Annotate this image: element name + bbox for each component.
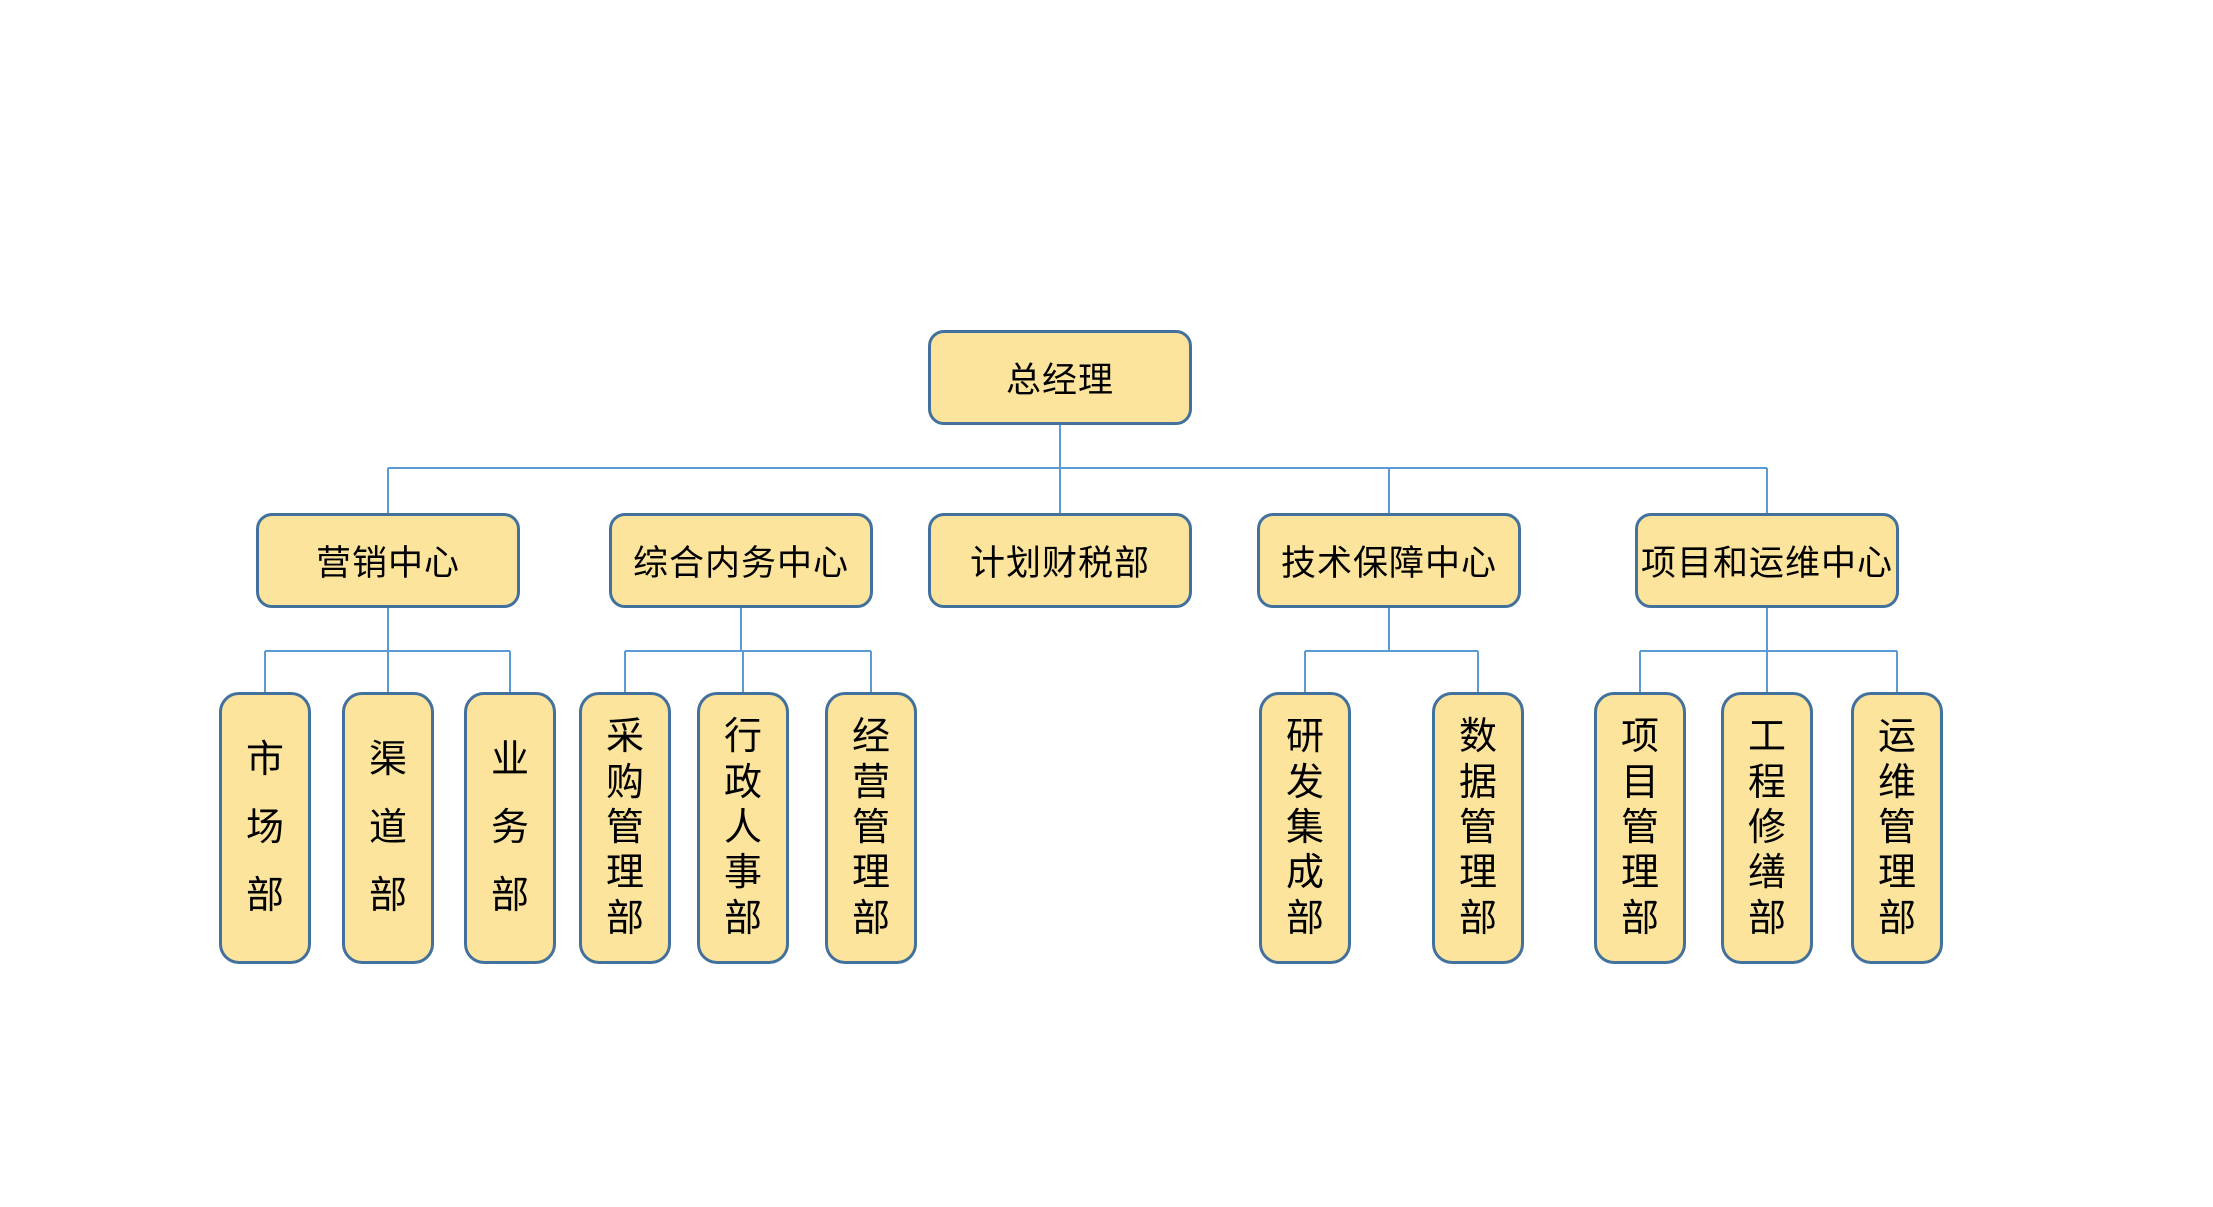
org-node-label-char: 理 xyxy=(1620,852,1659,895)
org-node-label-char: 部 xyxy=(245,875,284,917)
org-node-label-char: 部 xyxy=(723,897,762,940)
org-node-data-mgmt-dept: 数据管理部 xyxy=(1432,692,1524,964)
org-node-label-char: 部 xyxy=(368,875,407,917)
org-node-procurement-mgmt-dept: 采购管理部 xyxy=(579,692,671,964)
org-node-label-char: 发 xyxy=(1285,761,1324,804)
org-node-label-char: 据 xyxy=(1458,761,1497,804)
org-node-label-char: 场 xyxy=(245,807,284,849)
org-node-label-char: 理 xyxy=(1458,852,1497,895)
org-node-label-char: 部 xyxy=(490,875,529,917)
org-node-label-char: 部 xyxy=(1747,897,1786,940)
org-node-label: 营销中心 xyxy=(315,544,460,583)
org-node-general-manager: 总经理 xyxy=(928,330,1192,425)
org-node-label-char: 人 xyxy=(723,806,762,849)
org-node-general-affairs-center: 综合内务中心 xyxy=(609,513,873,608)
connector-line xyxy=(387,651,389,692)
connector-line xyxy=(870,651,872,692)
connector-line xyxy=(740,608,742,651)
org-node-label-char: 事 xyxy=(723,852,762,895)
connector-line xyxy=(1059,425,1061,513)
org-node-marketing-center: 营销中心 xyxy=(256,513,520,608)
org-node-label-char: 营 xyxy=(851,761,890,804)
org-node-label-char: 部 xyxy=(1620,897,1659,940)
org-node-label-char: 理 xyxy=(1877,852,1916,895)
connector-line xyxy=(1305,650,1478,652)
org-node-label-char: 管 xyxy=(851,806,890,849)
org-node-label-char: 集 xyxy=(1285,806,1324,849)
org-node-label-char: 数 xyxy=(1458,716,1497,759)
org-node-label-char: 运 xyxy=(1877,716,1916,759)
org-node-admin-hr-dept: 行政人事部 xyxy=(697,692,789,964)
org-node-label: 总经理 xyxy=(1005,361,1114,400)
org-node-engineering-repair-dept: 工程修缮部 xyxy=(1721,692,1813,964)
org-node-label-char: 理 xyxy=(851,852,890,895)
org-node-rd-integration-dept: 研发集成部 xyxy=(1259,692,1351,964)
connector-line xyxy=(1766,608,1768,651)
org-node-planning-finance-tax-dept: 计划财税部 xyxy=(928,513,1192,608)
org-node-label-char: 经 xyxy=(851,716,890,759)
org-node-om-mgmt-dept: 运维管理部 xyxy=(1851,692,1943,964)
connector-line xyxy=(1896,651,1898,692)
org-node-label-char: 行 xyxy=(723,716,762,759)
connector-line xyxy=(1304,651,1306,692)
connector-line xyxy=(388,467,1767,469)
connector-line xyxy=(1477,651,1479,692)
org-node-label-char: 目 xyxy=(1620,761,1659,804)
org-node-label-char: 部 xyxy=(851,897,890,940)
org-node-label-char: 程 xyxy=(1747,761,1786,804)
org-node-label-char: 管 xyxy=(1877,806,1916,849)
connector-line xyxy=(742,651,744,692)
org-node-label-char: 管 xyxy=(1620,806,1659,849)
connector-line xyxy=(1639,651,1641,692)
org-node-label-char: 修 xyxy=(1747,806,1786,849)
org-node-label-char: 部 xyxy=(1877,897,1916,940)
org-node-label-char: 管 xyxy=(605,806,644,849)
org-node-label-char: 道 xyxy=(368,807,407,849)
connector-line xyxy=(1766,651,1768,692)
org-node-label-char: 部 xyxy=(605,897,644,940)
org-node-business-dept: 业务部 xyxy=(464,692,556,964)
org-node-label: 项目和运维中心 xyxy=(1640,544,1893,583)
connector-line xyxy=(625,650,871,652)
org-node-label-char: 缮 xyxy=(1747,852,1786,895)
connector-line xyxy=(1766,468,1768,513)
org-node-label-char: 市 xyxy=(245,739,284,781)
org-node-channel-dept: 渠道部 xyxy=(342,692,434,964)
org-node-label-char: 工 xyxy=(1747,716,1786,759)
org-node-label-char: 成 xyxy=(1285,852,1324,895)
org-node-label-char: 采 xyxy=(605,716,644,759)
org-node-label-char: 务 xyxy=(490,807,529,849)
connector-line xyxy=(1388,468,1390,513)
connector-line xyxy=(387,468,389,513)
org-node-label-char: 业 xyxy=(490,739,529,781)
org-node-technical-support-center: 技术保障中心 xyxy=(1257,513,1521,608)
org-node-label-char: 理 xyxy=(605,852,644,895)
connector-line xyxy=(1640,650,1897,652)
org-node-project-operations-center: 项目和运维中心 xyxy=(1635,513,1899,608)
org-node-label-char: 购 xyxy=(605,761,644,804)
connector-line xyxy=(1388,608,1390,651)
org-node-market-dept: 市场部 xyxy=(219,692,311,964)
org-node-project-mgmt-dept: 项目管理部 xyxy=(1594,692,1686,964)
org-node-label-char: 政 xyxy=(723,761,762,804)
org-node-label: 计划财税部 xyxy=(969,544,1150,583)
org-node-label: 技术保障中心 xyxy=(1280,544,1497,583)
org-node-label-char: 研 xyxy=(1285,716,1324,759)
org-node-label: 综合内务中心 xyxy=(632,544,849,583)
org-node-label-char: 管 xyxy=(1458,806,1497,849)
connector-line xyxy=(509,651,511,692)
org-node-operations-mgmt-dept: 经营管理部 xyxy=(825,692,917,964)
org-node-label-char: 部 xyxy=(1285,897,1324,940)
connector-line xyxy=(624,651,626,692)
org-node-label-char: 维 xyxy=(1877,761,1916,804)
org-node-label-char: 部 xyxy=(1458,897,1497,940)
org-node-label-char: 渠 xyxy=(368,739,407,781)
connector-line xyxy=(264,651,266,692)
org-node-label-char: 项 xyxy=(1620,716,1659,759)
connector-line xyxy=(387,608,389,651)
